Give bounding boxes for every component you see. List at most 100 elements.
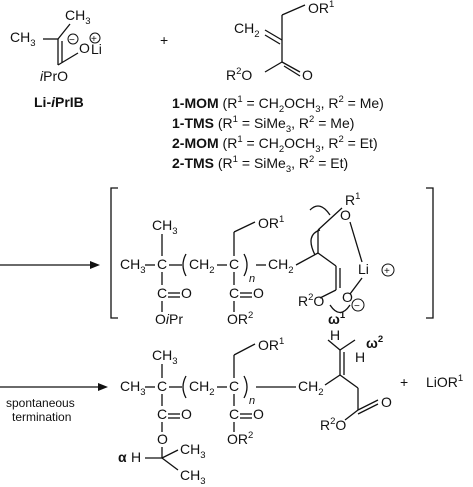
termination-label-1: spontaneous [6, 396, 75, 410]
prod-o-link: O [157, 431, 168, 447]
prod-c-center: C [157, 378, 167, 394]
mono-or1: OR1 [308, 0, 334, 16]
mono-bond-1 [264, 29, 283, 41]
int-bond-o-li [349, 221, 363, 263]
mono-bond-6 [264, 61, 283, 73]
int-li: Li [358, 261, 369, 277]
init-minus-circle [67, 33, 79, 45]
init-ch3-top: CH3 [65, 7, 91, 27]
int-bond-c1 [317, 252, 337, 267]
initiator-structure: CH3 CH3 O − + Li iPrO Li-iPrIB [10, 7, 102, 110]
int-o-ipr: OiPr [155, 311, 183, 327]
monomer-2-tms: 2-TMS (R1 = SiMe3, R2 = Et) [172, 154, 348, 175]
prod-h2: H [355, 349, 365, 365]
int-paren-right [243, 253, 248, 277]
prod-c-o-2: C [229, 406, 239, 422]
mono-bond-3 [281, 4, 306, 16]
prod-o-eq-2: O [253, 406, 264, 422]
mono-bond-5b [283, 65, 301, 77]
prod-bond-c [339, 339, 356, 351]
prod-ch3-left: CH3 [120, 378, 146, 398]
mono-ch2: CH2 [234, 20, 260, 40]
monomer-1-tms: 1-TMS (R1 = SiMe3, R2 = Me) [172, 114, 354, 135]
init-plus-circle [89, 32, 101, 44]
int-curved-arrow-3 [329, 304, 351, 314]
monomer-2-mom: 2-MOM (R1 = CH2OCH3, R2 = Et) [172, 134, 378, 155]
prod-ch3-a: CH3 [180, 441, 206, 461]
int-curved-arrow-1 [309, 205, 331, 216]
int-o-eq-2: O [253, 285, 264, 301]
init-ipro: iPrO [40, 68, 68, 84]
int-bond-c5 [319, 289, 337, 299]
prod-omega2: ω2 [366, 334, 383, 351]
int-n: n [249, 273, 255, 285]
mono-o-carbonyl: O [302, 67, 313, 83]
int-ch3-top: CH3 [152, 217, 178, 237]
prod-alpha-h: H [131, 449, 141, 465]
lior1-byproduct: LiOR1 [426, 373, 463, 390]
prod-ch2-end: CH2 [298, 378, 324, 398]
prod-bond-gb [357, 403, 379, 415]
prod-o-eq: O [181, 406, 192, 422]
int-paren-left [182, 253, 187, 277]
prod-h1: H [330, 327, 340, 343]
int-c-center: C [157, 256, 167, 272]
int-curved-arrow-2 [310, 229, 321, 256]
int-bond-li-o [349, 277, 363, 295]
int-ch2-end: CH2 [268, 256, 294, 276]
int-o-top: O [340, 207, 351, 223]
init-bond-4 [57, 52, 79, 66]
prod-bond-h [344, 409, 359, 421]
intermediate-structure: CH3 CH3 C C O OiPr CH2 C OR1 n C O OR2 C… [110, 187, 434, 327]
prod-or2: OR2 [227, 430, 253, 447]
int-bond-up2 [233, 221, 256, 233]
termination-label-2: termination [12, 410, 71, 424]
prod-bond-up2 [233, 343, 256, 356]
monomer-structure: CH2 OR1 O R2O [226, 0, 334, 83]
init-minus: − [69, 35, 75, 46]
int-r1: R1 [345, 191, 360, 208]
int-ch3-left: CH3 [120, 256, 146, 276]
prod-omega1: ω1 [328, 310, 346, 327]
int-r2o: R2O [298, 292, 324, 309]
prod-ch2: CH2 [189, 378, 215, 398]
prod-bond-a [324, 374, 341, 386]
prod-c2: C [229, 378, 239, 394]
mono-r2o: R2O [226, 66, 252, 83]
prod-bond-d [327, 339, 341, 351]
prod-ch3-b: CH3 [180, 467, 206, 487]
prod-bond-ch3a [161, 449, 179, 459]
int-ch2: CH2 [189, 256, 215, 276]
mono-bond-1b [264, 34, 281, 45]
mono-bond-5 [281, 61, 301, 73]
prod-ch3-top: CH3 [152, 347, 178, 367]
reaction-arrow-1-head [90, 261, 100, 269]
prod-c-o: C [157, 406, 167, 422]
prod-or1: OR1 [258, 336, 284, 353]
prod-bond-g [357, 399, 379, 411]
int-o-eq: O [181, 285, 192, 301]
int-c-o-2: C [229, 285, 239, 301]
prod-bond-e [339, 374, 359, 389]
init-ch3-left: CH3 [10, 29, 36, 49]
int-o-bottom: O [342, 289, 353, 305]
monomer-1-mom: 1-MOM (R1 = CH2OCH3, R2 = Me) [172, 94, 384, 115]
prod-r2o: R2O [320, 416, 346, 433]
prod-paren-left [182, 375, 187, 399]
prod-o-carbonyl: O [381, 394, 392, 410]
int-or2: OR2 [227, 310, 253, 327]
init-label: Li-iPrIB [34, 94, 84, 110]
init-li: Li [91, 41, 102, 57]
int-minus-circle [351, 298, 365, 312]
int-or1: OR1 [258, 214, 284, 231]
int-minus: − [354, 301, 360, 312]
int-c2: C [229, 256, 239, 272]
left-bracket [110, 187, 118, 319]
prod-bond-ch3b [161, 457, 179, 471]
reaction-arrow-2-head [98, 383, 108, 391]
int-bond-c3 [317, 207, 343, 231]
right-bracket [426, 187, 434, 319]
init-bond-2 [57, 23, 71, 40]
init-plus: + [91, 34, 97, 45]
